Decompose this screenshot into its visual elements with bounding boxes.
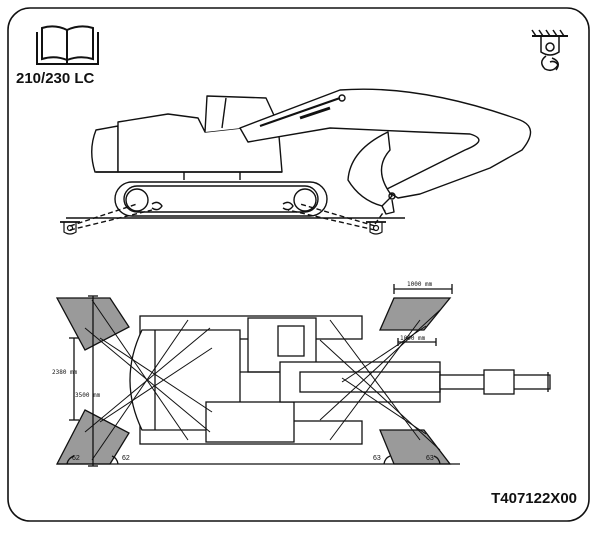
- dim-width-inner: 2380 mm: [52, 369, 78, 376]
- dim-width-outer: 3500 mm: [75, 392, 101, 399]
- model-label: 210/230 LC: [16, 70, 95, 87]
- angle-front-right: 63: [426, 455, 434, 462]
- tie-down-anchor-icon: [531, 29, 568, 72]
- excavator-top-view: [55, 284, 551, 467]
- zone-front-left-top: [379, 297, 452, 331]
- manual-book-icon: [36, 25, 99, 65]
- excavator-side-view: [66, 88, 532, 231]
- document-code: T407122X00: [491, 490, 577, 507]
- angle-rear-left: 62: [72, 455, 80, 462]
- angle-rear-right: 62: [122, 455, 130, 462]
- dim-top-width-2: 1000 mm: [400, 335, 426, 342]
- zone-front-left-bottom: [379, 429, 452, 465]
- frame-border: [7, 7, 590, 522]
- tie-down-anchor-right: [366, 221, 386, 235]
- dim-top-width-1: 1000 mm: [407, 281, 433, 288]
- tie-down-anchor-left: [60, 221, 80, 235]
- angle-front-left: 63: [373, 455, 381, 462]
